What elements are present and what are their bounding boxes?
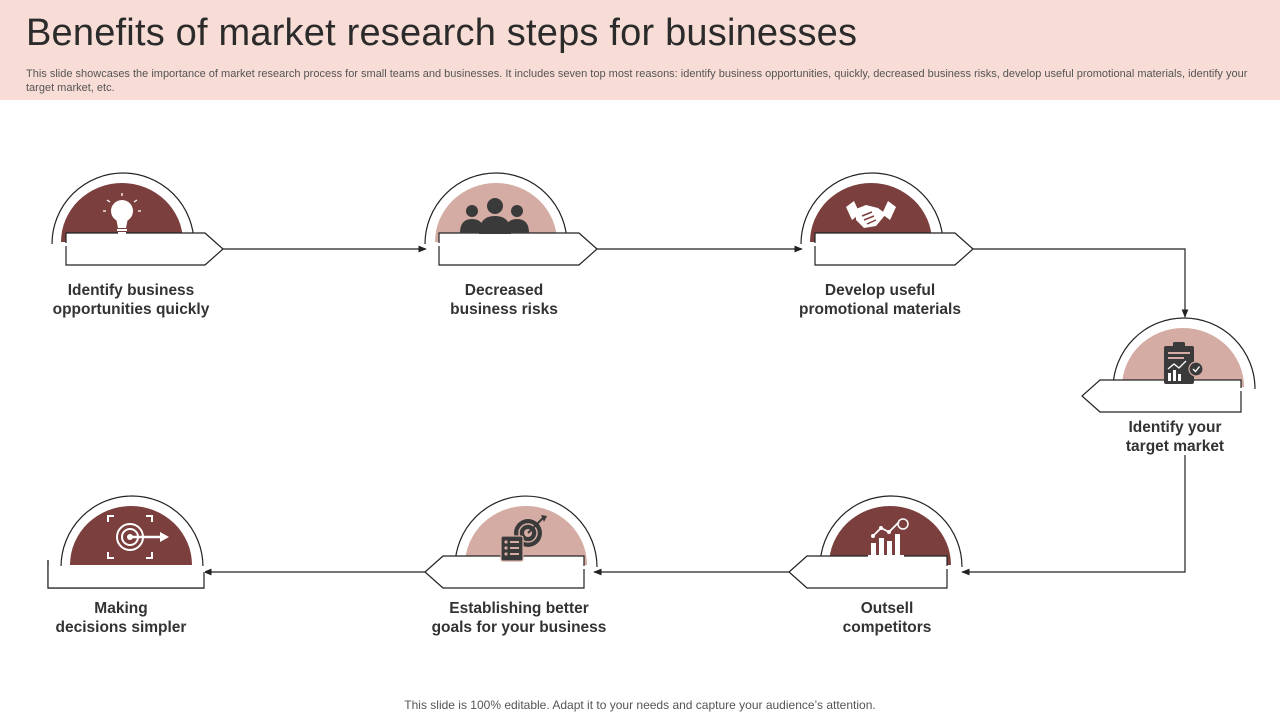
connector-4-5 (961, 455, 1186, 576)
step-4-label: Identify your target market (1125, 419, 1225, 455)
footer-note: This slide is 100% editable. Adapt it to… (404, 698, 876, 712)
step-node-outline (60, 495, 204, 568)
step-node-outline (800, 172, 944, 245)
step-7-node (47, 495, 205, 589)
step-5-label: Outsell competitors (842, 600, 932, 636)
step-node-tab (438, 232, 598, 266)
step-5-node (788, 495, 963, 589)
step-node-tab (1081, 379, 1242, 413)
team-icon (460, 198, 529, 234)
step-node-outline (454, 495, 598, 568)
clipboard-chart-icon (1164, 342, 1204, 384)
lightbulb-icon (103, 193, 141, 234)
step-node-tab (788, 555, 948, 589)
connector-3-4 (973, 248, 1189, 318)
step-node-outline (1112, 317, 1256, 390)
target-checklist-icon (500, 515, 547, 562)
handshake-icon (846, 201, 896, 228)
step-node-tab (424, 555, 585, 589)
step-3-node (800, 172, 974, 266)
step-3-label: Develop useful promotional materials (799, 282, 961, 318)
step-6-node (424, 495, 598, 589)
step-node-outline (819, 495, 963, 568)
step-node-outline (424, 172, 568, 245)
step-2-node (424, 172, 598, 266)
page-subtitle: This slide showcases the importance of m… (26, 68, 1248, 94)
step-1-node (51, 172, 224, 266)
step-node-tab (65, 232, 224, 266)
header-banner: Benefits of market research steps for bu… (0, 0, 1280, 100)
step-1-label: Identify business opportunities quickly (52, 282, 210, 318)
step-7-label: Making decisions simpler (55, 600, 187, 636)
step-node-tab (814, 232, 974, 266)
page-title: Benefits of market research steps for bu… (26, 12, 858, 54)
step-2-label: Decreased business risks (450, 282, 558, 318)
step-node-outline (51, 172, 195, 245)
step-node-dome (829, 506, 951, 565)
connectors (203, 245, 1189, 576)
step-6-label: Establishing better goals for your busin… (431, 600, 607, 636)
growth-chart-icon (868, 518, 909, 557)
step-4-node (1081, 317, 1256, 413)
target-arrow-icon (107, 515, 169, 559)
